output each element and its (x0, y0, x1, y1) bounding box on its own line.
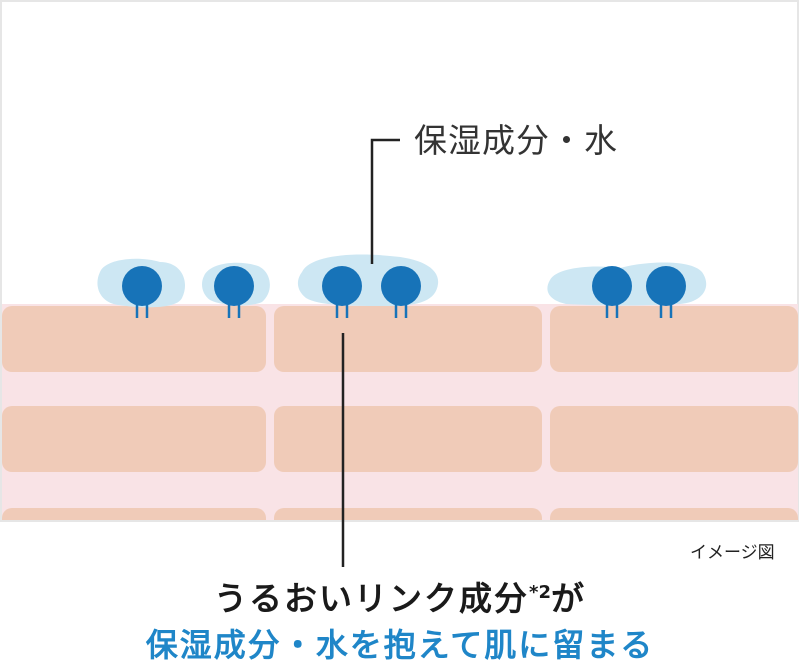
caption-line-2: 保湿成分・水を抱えて肌に留まる (145, 626, 655, 664)
image-note: イメージ図 (690, 543, 775, 563)
caption-line-1-end: が (550, 579, 586, 618)
skin-cell (2, 406, 266, 472)
skin-cell (550, 406, 798, 472)
skin-cell (550, 306, 798, 372)
skin-cell (274, 406, 542, 472)
skin-cell (2, 306, 266, 372)
leader-line-top (370, 138, 400, 264)
footnote-marker: *2 (529, 582, 551, 603)
molecule (381, 266, 421, 318)
molecule (122, 266, 162, 318)
molecule (214, 266, 254, 318)
caption-line-1-main: うるおいリンク成分 (214, 579, 530, 618)
lower-cover (0, 522, 800, 664)
molecule (592, 266, 632, 318)
skin-cell (274, 306, 542, 372)
moisture-ingredient-label: 保湿成分・水 (414, 121, 618, 160)
molecule (646, 266, 686, 318)
caption-line-1: うるおいリンク成分*2が (0, 572, 800, 620)
molecule (322, 266, 362, 318)
